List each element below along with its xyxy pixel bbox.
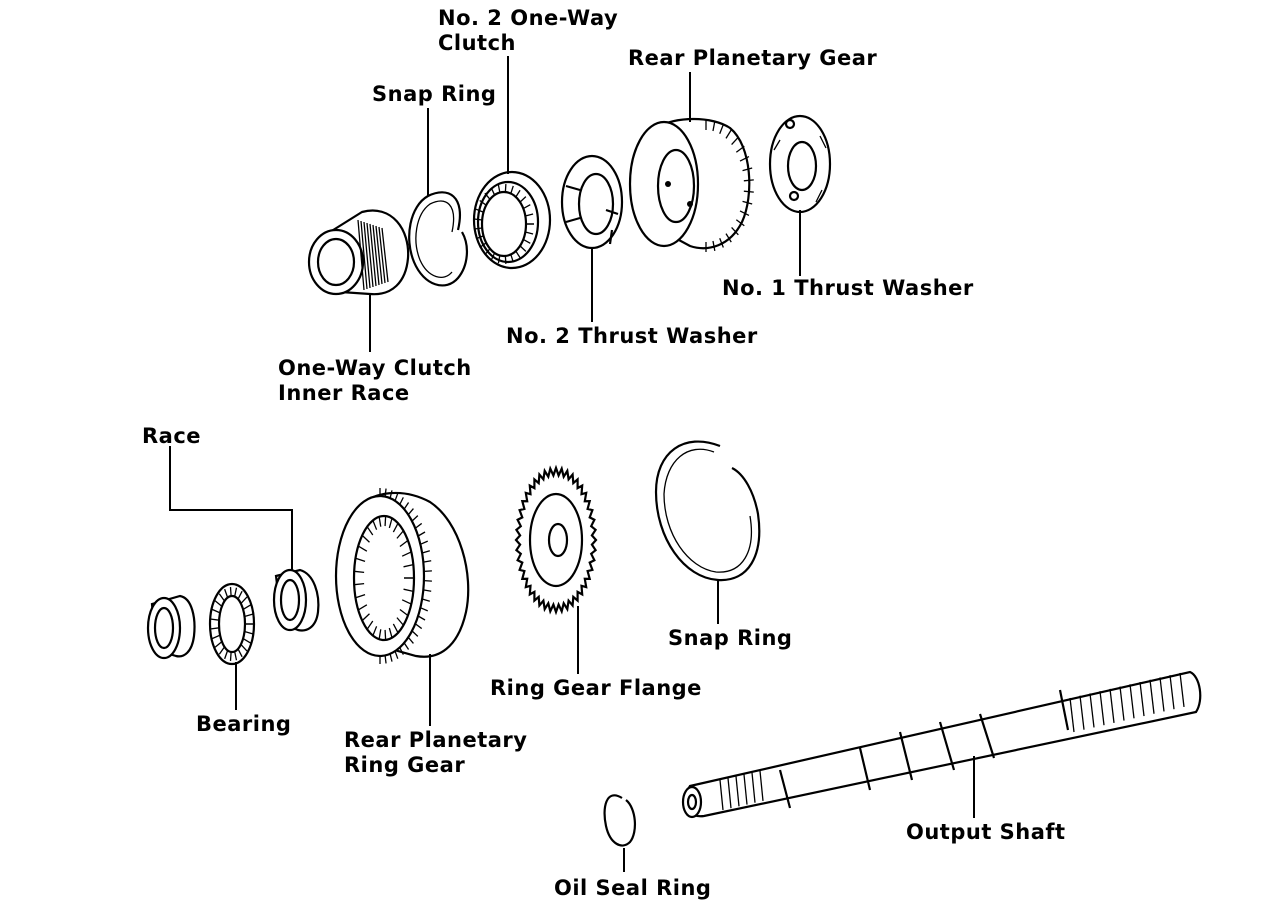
- label-ring-gear-line2: Ring Gear: [344, 753, 527, 778]
- label-ring-gear-line1: Rear Planetary: [344, 728, 527, 753]
- output-shaft-part: [683, 672, 1200, 817]
- snap-ring-bottom-part: [656, 442, 759, 581]
- snap-ring-top-part: [409, 192, 467, 285]
- label-snap-ring-top: Snap Ring: [372, 82, 496, 107]
- race-left-part: [148, 596, 194, 658]
- label-no2-one-way-clutch-line2: Clutch: [438, 31, 618, 56]
- label-rear-planetary-gear: Rear Planetary Gear: [628, 46, 877, 71]
- no2-thrust-washer-part: [562, 156, 622, 248]
- label-one-way-clutch-inner-race: One-Way Clutch Inner Race: [278, 356, 472, 406]
- label-ring-gear-flange: Ring Gear Flange: [490, 676, 702, 701]
- label-inner-race-line2: Inner Race: [278, 381, 472, 406]
- label-bearing: Bearing: [196, 712, 291, 737]
- label-snap-ring-bottom: Snap Ring: [668, 626, 792, 651]
- no1-thrust-washer-part: [770, 116, 830, 212]
- label-oil-seal-ring: Oil Seal Ring: [554, 876, 711, 901]
- label-no2-one-way-clutch-line1: No. 2 One-Way: [438, 6, 618, 31]
- label-no2-one-way-clutch: No. 2 One-Way Clutch: [438, 6, 618, 56]
- label-no2-thrust-washer: No. 2 Thrust Washer: [506, 324, 758, 349]
- oil-seal-ring-part: [605, 795, 635, 845]
- one-way-clutch-inner-race-part: [309, 211, 408, 295]
- label-inner-race-line1: One-Way Clutch: [278, 356, 472, 381]
- race-right-part: [274, 570, 318, 630]
- label-rear-planetary-ring-gear: Rear Planetary Ring Gear: [344, 728, 527, 778]
- rear-planetary-gear-part: [630, 119, 754, 252]
- bearing-part: [210, 584, 254, 664]
- label-output-shaft: Output Shaft: [906, 820, 1066, 845]
- ring-gear-flange-part: [516, 468, 596, 612]
- label-no1-thrust-washer: No. 1 Thrust Washer: [722, 276, 974, 301]
- label-race: Race: [142, 424, 201, 449]
- no2-one-way-clutch-part: [474, 172, 550, 268]
- rear-planetary-ring-gear-part: [336, 488, 468, 664]
